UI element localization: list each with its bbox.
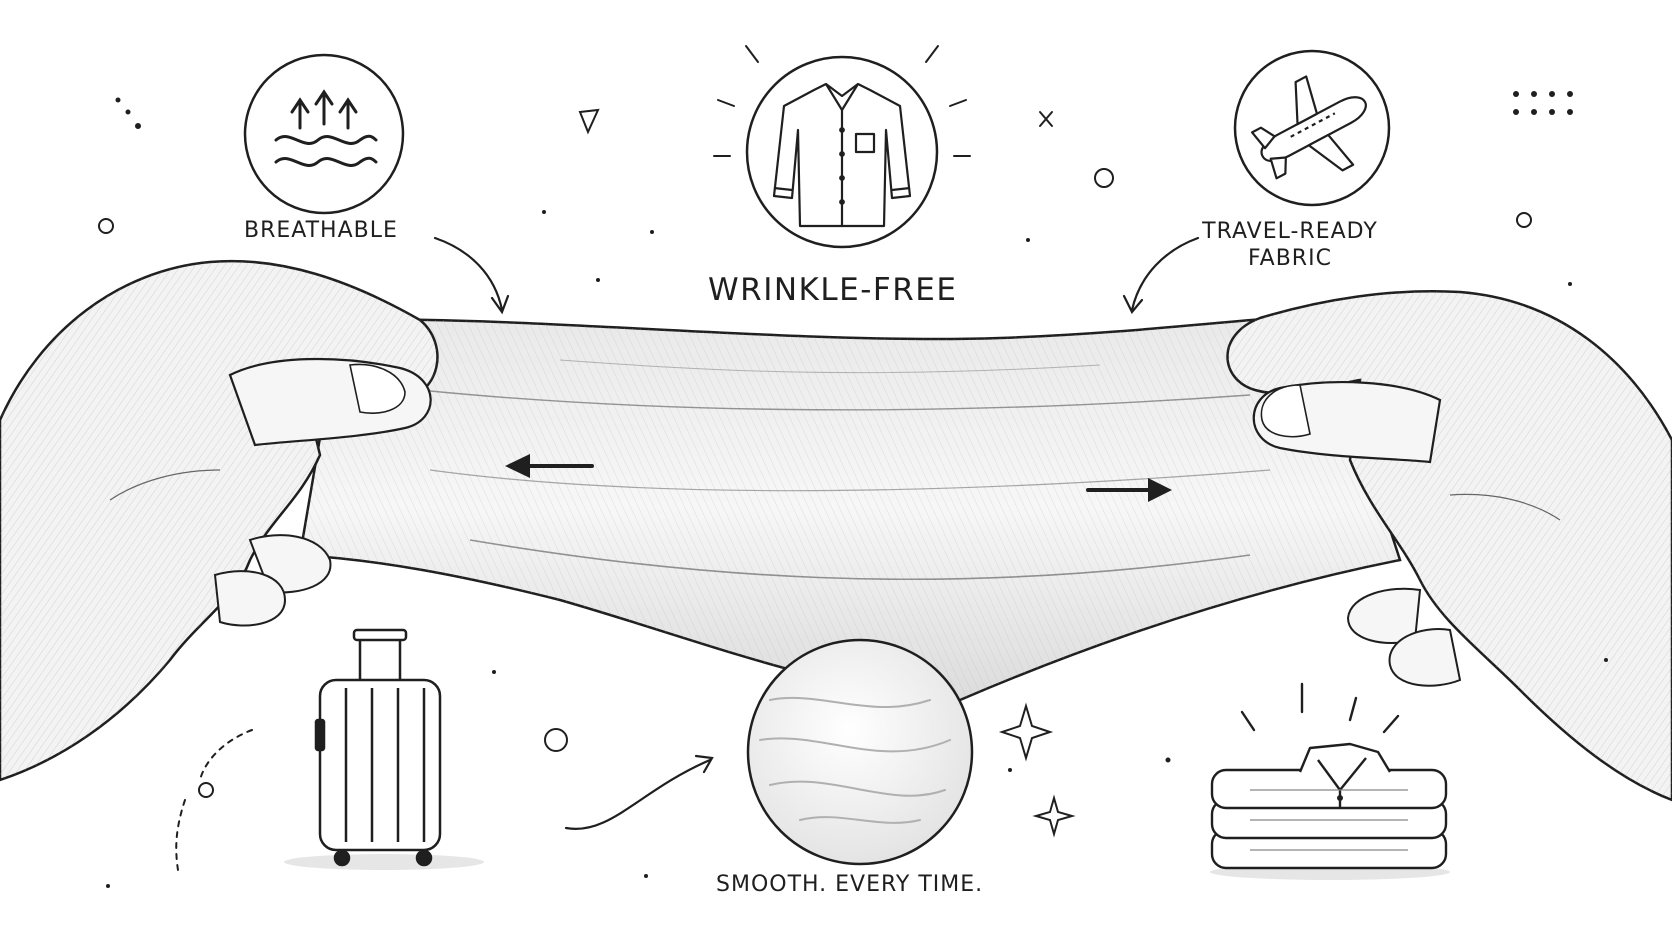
breathable-callout-arrow <box>433 236 510 315</box>
left-hand <box>0 259 439 782</box>
smooth-fabric-badge <box>746 638 974 866</box>
folded-shirts-icon <box>1210 742 1450 880</box>
airplane-icon <box>1251 75 1367 180</box>
stretch-arrow-right <box>1086 478 1172 502</box>
stretch-arrow-left <box>505 454 594 478</box>
breathable-label: BREATHABLE <box>244 218 398 243</box>
travel-ready-label-line1: TRAVEL-READY <box>1202 219 1378 244</box>
stretched-fabric <box>298 313 1402 702</box>
travel-badge <box>1233 49 1391 207</box>
suitcase-icon <box>284 628 484 870</box>
smooth-every-time-label: SMOOTH. EVERY TIME. <box>716 872 984 897</box>
travel-ready-label-line2: FABRIC <box>1248 246 1332 271</box>
right-hand <box>1226 289 1672 802</box>
shirt-icon <box>772 82 912 228</box>
travel-callout-arrow <box>1122 236 1200 314</box>
fabric-closeup-icon <box>759 696 951 824</box>
wrinkle-free-label: WRINKLE-FREE <box>708 272 958 308</box>
breathable-badge <box>243 53 405 215</box>
wrinkle-free-badge <box>713 45 971 249</box>
shine-rays-icon <box>713 45 971 157</box>
travel-ready-label: TRAVEL-READY FABRIC <box>1190 218 1390 272</box>
air-flow-waves-icon <box>274 89 378 167</box>
folded-shirts-rays-icon <box>1240 682 1400 734</box>
decorative-dots <box>106 91 1608 888</box>
smooth-callout-arrow <box>564 754 714 831</box>
decorative-doodles <box>98 108 1532 871</box>
